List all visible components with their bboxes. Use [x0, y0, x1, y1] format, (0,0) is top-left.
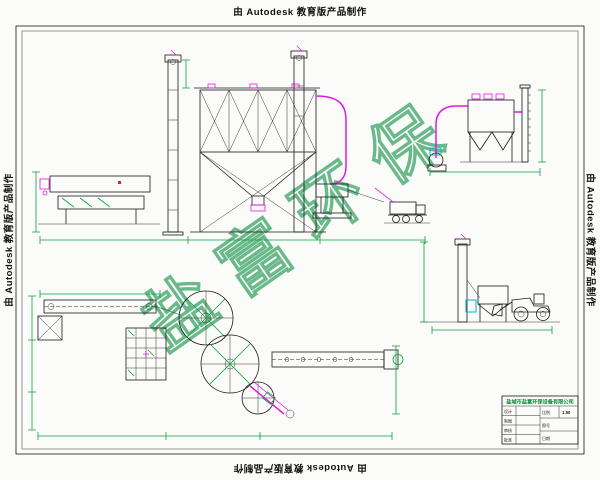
- elevation-view: [32, 45, 430, 244]
- bucket-elevator-icon: [162, 49, 184, 236]
- scale-value: 1:50: [562, 410, 571, 415]
- drum-machine-icon: [38, 175, 160, 225]
- sheet-label: 图号: [542, 422, 550, 428]
- feeder-plan-icon: [37, 315, 63, 341]
- dust-collector-view: [427, 84, 546, 176]
- title-block: 盐城市盐富环保设备有限公司 设计 制图 审核 批准 比例 1:50 图号 日期: [501, 395, 579, 445]
- fan-icon: [428, 152, 444, 168]
- date-label: 日期: [542, 435, 550, 441]
- mixer-plan-icon: [271, 349, 404, 370]
- red-marker: [118, 181, 121, 184]
- bucket-elevator-icon: [290, 45, 308, 233]
- stack-icon: [514, 84, 531, 163]
- watermark-char: 保: [354, 94, 457, 199]
- dimension-lines: [420, 241, 553, 334]
- scale-label: 比例: [542, 409, 550, 415]
- dimension-lines: [28, 290, 400, 440]
- screen-machine-icon: [312, 183, 394, 219]
- titleblock-row-label: 批准: [504, 437, 512, 443]
- wheel-loader-icon: [491, 293, 551, 322]
- diagonal-conveyor-plan-icon: [249, 381, 295, 419]
- plan-view: [28, 290, 404, 440]
- silo-plan-icon: [200, 334, 260, 394]
- dimension-lines: [429, 89, 546, 176]
- company-name: 盐城市盐富环保设备有限公司: [506, 398, 573, 406]
- edu-stamp-top: 由 Autodesk 教育版产品制作: [233, 7, 367, 18]
- dimension-lines: [32, 59, 426, 244]
- screen-plan-icon: [125, 327, 167, 381]
- truck-icon: [384, 201, 430, 224]
- loading-station-view: [420, 233, 560, 334]
- inlet-duct: [435, 105, 468, 158]
- sheet-frame: [15, 25, 585, 455]
- duct-pipe: [315, 95, 347, 185]
- conveyor-plan-icon: [43, 299, 182, 316]
- titleblock-row-label: 制图: [504, 418, 512, 424]
- baghouse-icon: [460, 93, 526, 163]
- titleblock-row-label: 审核: [504, 427, 512, 433]
- silo-plan-icon: [241, 381, 275, 415]
- silo-plan-icon: [178, 290, 234, 346]
- titleblock-row-label: 设计: [504, 408, 512, 414]
